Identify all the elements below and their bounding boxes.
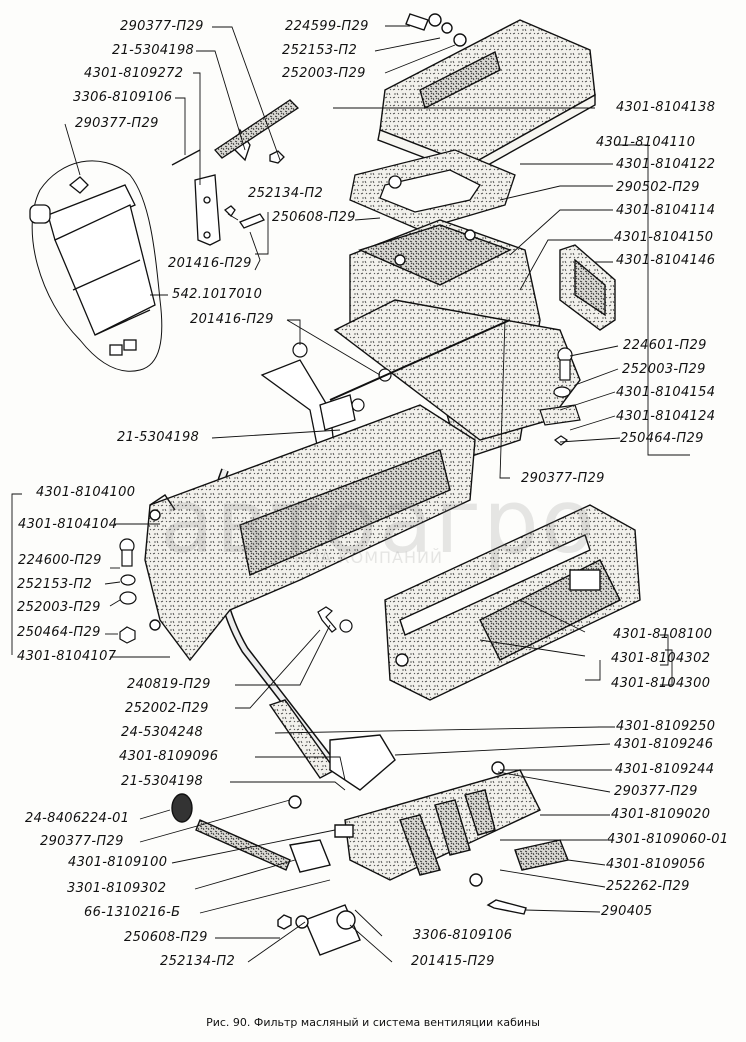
oil-filter (29, 160, 163, 372)
callout-label: 201416-П29 (168, 256, 252, 271)
callout-label: 4301-8104110 (596, 135, 696, 150)
callout-label: 4301-8104107 (17, 649, 117, 664)
vent-box (384, 504, 641, 701)
callout-label: 290502-П29 (616, 180, 700, 195)
callout-label: 250464-П29 (17, 625, 101, 640)
callout-label: 252002-П29 (125, 701, 209, 716)
callout-label: 252134-П2 (160, 954, 236, 969)
mid-bracket (260, 359, 356, 461)
callout-label: 252262-П29 (606, 879, 690, 894)
callout-label: 250608-П29 (272, 210, 356, 225)
callout-label: 4301-8104300 (611, 676, 711, 691)
callout-label: 4301-8104302 (611, 651, 711, 666)
callout-label: 290377-П29 (614, 784, 698, 799)
callout-label: 252003-П29 (17, 600, 101, 615)
vent-cover (377, 13, 596, 176)
callout-label: 4301-8109056 (606, 857, 706, 872)
fasteners-right (292, 342, 581, 446)
callout-label: 4301-8109060-01 (607, 832, 729, 847)
callout-label: 4301-8109272 (84, 66, 184, 81)
watermark-brand: автоагро (160, 470, 597, 573)
callout-label: 4301-8104124 (616, 409, 716, 424)
callout-label: 290377-П29 (521, 471, 605, 486)
vent-housing-upper (333, 219, 581, 461)
callout-label: 4301-8104150 (614, 230, 714, 245)
lever-assembly (171, 699, 569, 956)
figure-caption: Рис. 90. Фильтр масляный и система венти… (206, 1016, 540, 1029)
air-duct (144, 404, 476, 662)
callout-label: 3306-8109106 (73, 90, 173, 105)
callout-label: 4301-8104146 (616, 253, 716, 268)
callout-label: 250464-П29 (620, 431, 704, 446)
callout-label: 252153-П2 (17, 577, 93, 592)
callout-label: 252003-П29 (622, 362, 706, 377)
callout-label: 4301-8109250 (616, 719, 716, 734)
callout-label: 201415-П29 (411, 954, 495, 969)
callout-label: 21-5304198 (112, 43, 195, 58)
callout-label: 21-5304198 (117, 430, 200, 445)
watermark-subtitle: ГРУППА КОМПАНИЙ (262, 548, 443, 567)
callout-label: 3306-8109106 (413, 928, 513, 943)
callout-label: 252153-П2 (282, 43, 358, 58)
screws-left (119, 538, 353, 644)
callout-label: 4301-8109020 (611, 807, 711, 822)
callout-label: 4301-8109096 (119, 749, 219, 764)
callout-label: 24-5304248 (121, 725, 204, 740)
callout-label: 290405 (601, 904, 653, 919)
callout-label: 4301-8109100 (68, 855, 168, 870)
callout-label: 201416-П29 (190, 312, 274, 327)
callout-label: 4301-8108100 (613, 627, 713, 642)
callout-label: 4301-8104104 (18, 517, 118, 532)
callout-label: 252003-П29 (282, 66, 366, 81)
callout-label: 4301-8104154 (616, 385, 716, 400)
callout-label: 4301-8104100 (36, 485, 136, 500)
callout-label: 66-1310216-Б (84, 905, 181, 920)
callout-label: 224601-П29 (623, 338, 707, 353)
callout-label: 3301-8109302 (67, 881, 167, 896)
callout-label: 4301-8109246 (614, 737, 714, 752)
callout-label: 4301-8104114 (616, 203, 716, 218)
leader-lines (11, 25, 690, 963)
callout-label: 4301-8109244 (615, 762, 715, 777)
callout-label: 21-5304198 (121, 774, 204, 789)
vent-flap (559, 244, 616, 331)
callout-label: 4301-8104138 (616, 100, 716, 115)
callout-label: 4301-8104122 (616, 157, 716, 172)
callout-label: 542.1017010 (172, 287, 263, 302)
gasket (349, 149, 516, 231)
callout-label: 240819-П29 (127, 677, 211, 692)
callout-label: 24-8406224-01 (25, 811, 130, 826)
callout-label: 250608-П29 (124, 930, 208, 945)
callout-label: 224600-П29 (18, 553, 102, 568)
callout-label: 290377-П29 (40, 834, 124, 849)
callout-label: 290377-П29 (75, 116, 159, 131)
cable-bracket (171, 99, 300, 246)
callout-label: 252134-П2 (248, 186, 324, 201)
callout-label: 290377-П29 (120, 19, 204, 34)
callout-label: 224599-П29 (285, 19, 369, 34)
